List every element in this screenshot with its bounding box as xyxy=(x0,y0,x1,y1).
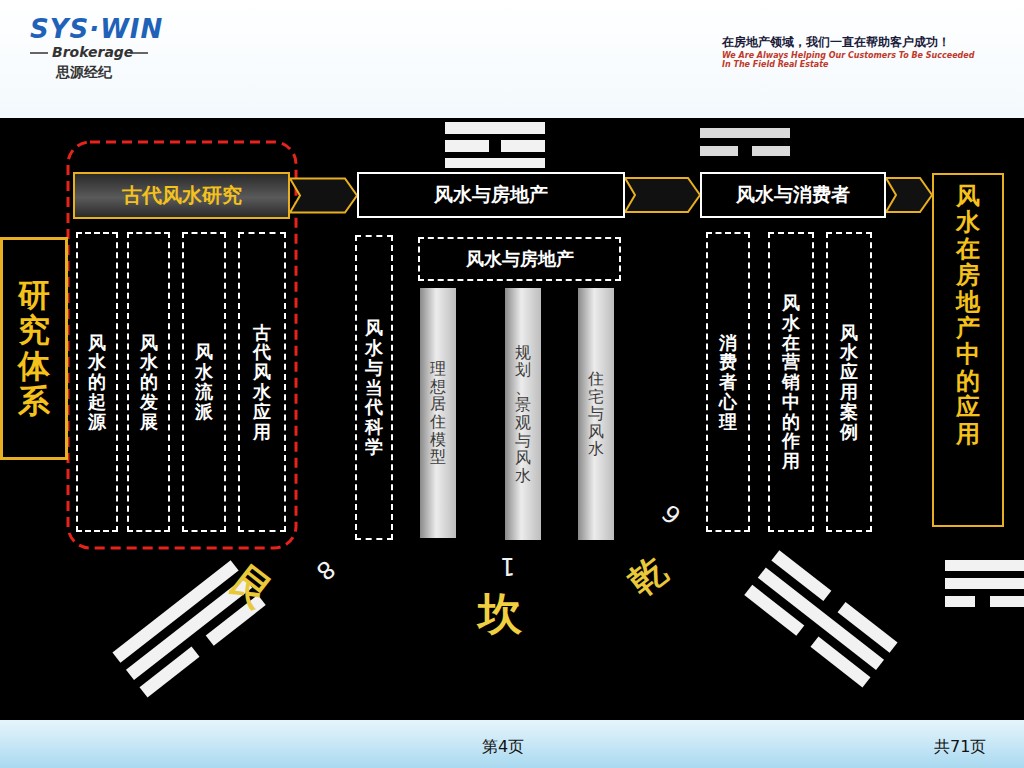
node-text: 住宅与风水 xyxy=(588,370,604,458)
topic-column: 风水的发展 xyxy=(127,232,170,532)
node-text: 风水与房地产 xyxy=(466,247,574,271)
topic-bar: 理想居住模型 xyxy=(420,288,456,538)
page-number: 第4页 xyxy=(482,737,524,758)
topic-bar: 规划、景观与风水 xyxy=(505,288,541,540)
chevron-arrow xyxy=(625,178,700,212)
node-text: 风水应用案例 xyxy=(840,323,858,442)
page-count: 共71页 xyxy=(934,737,986,758)
topic-column: 古代风水应用 xyxy=(238,232,286,532)
logo-mark: SYS·WIN xyxy=(30,14,163,44)
side-title-box: 研究体系 xyxy=(0,237,68,460)
node-text: 风水的发展 xyxy=(140,333,158,432)
topic-column: 风水流派 xyxy=(182,232,226,532)
footer-band xyxy=(0,720,1024,768)
tagline: 在房地产领域，我们一直在帮助客户成功！ xyxy=(722,34,950,51)
goal-box: 风水在房地产中的应用 xyxy=(932,173,1004,527)
node-text: 风水的起源 xyxy=(88,333,106,432)
trigram-top xyxy=(445,122,545,168)
topic-bar: 住宅与风水 xyxy=(578,288,614,540)
highlight-outline xyxy=(68,142,296,548)
trigram-bottom-right xyxy=(744,550,897,687)
node-text: 古代风水应用 xyxy=(253,323,271,442)
section-header: 风水与消费者 xyxy=(700,172,886,218)
node-text: 消费者心理 xyxy=(719,333,737,432)
node-text: 风水与消费者 xyxy=(736,182,850,208)
tagline-english: In The Field Real Estate xyxy=(722,60,829,69)
trigram-right xyxy=(945,560,1024,607)
trigram-number: 1 xyxy=(500,552,515,580)
header-band xyxy=(0,0,1024,118)
tagline-english: We Are Always Helping Our Customers To B… xyxy=(722,51,974,60)
node-text: 规划、景观与风水 xyxy=(515,344,531,485)
topic-column: 消费者心理 xyxy=(706,232,750,532)
node-text: 风水在营销中的作用 xyxy=(782,293,800,471)
node-text: 风水与当代科学 xyxy=(365,318,383,457)
chevron-arrow xyxy=(886,178,932,212)
logo-chinese: 思源经纪 xyxy=(56,64,112,82)
topic-column: 风水在营销中的作用 xyxy=(768,232,814,532)
trigram-name: 坎 xyxy=(478,585,522,644)
node-text: 研究体系 xyxy=(18,278,50,419)
node-text: 风水在房地产中的应用 xyxy=(956,183,980,447)
topic-column: 风水与当代科学 xyxy=(355,235,393,540)
section-header: 古代风水研究 xyxy=(73,172,290,219)
node-text: 古代风水研究 xyxy=(122,182,242,209)
trigram-top-right xyxy=(700,128,790,156)
section-header: 风水与房地产 xyxy=(357,172,625,218)
dark-panel xyxy=(0,118,1024,720)
logo-subtitle: Brokerage xyxy=(52,44,133,60)
chevron-arrow xyxy=(290,179,357,213)
logo-rule xyxy=(30,52,48,54)
subsection-header: 风水与房地产 xyxy=(418,237,621,281)
topic-column: 风水的起源 xyxy=(76,232,118,532)
node-text: 风水与房地产 xyxy=(434,182,548,208)
node-text: 风水流派 xyxy=(195,342,213,421)
topic-column: 风水应用案例 xyxy=(826,232,872,532)
node-text: 理想居住模型 xyxy=(430,360,446,466)
